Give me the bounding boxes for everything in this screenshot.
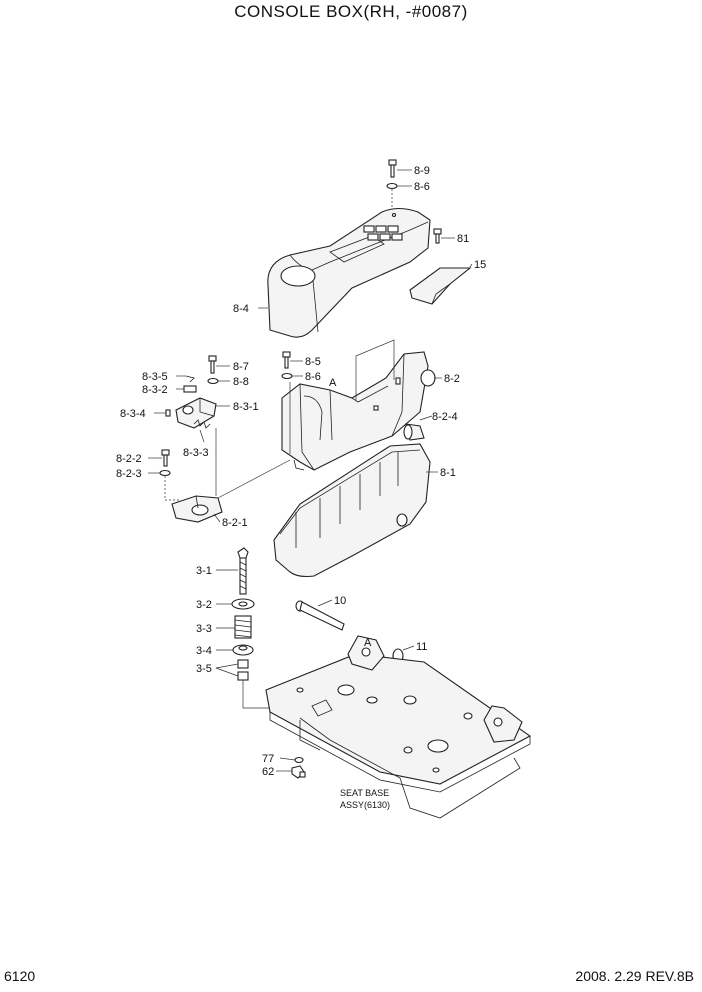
bracket-15 bbox=[409, 267, 472, 305]
spring-8-3-3 bbox=[193, 419, 211, 429]
screw-8-3-4 bbox=[165, 409, 171, 417]
label-8-1: 8-1 bbox=[440, 467, 456, 479]
label-8-8: 8-8 bbox=[233, 376, 249, 388]
label-3-4: 3-4 bbox=[196, 645, 212, 657]
console-box-8-1 bbox=[273, 443, 431, 578]
label-3-5: 3-5 bbox=[196, 663, 212, 675]
spring-3-3 bbox=[234, 615, 252, 639]
label-3-3: 3-3 bbox=[196, 623, 212, 635]
label-10: 10 bbox=[334, 595, 346, 607]
label-seat-base-line1: SEAT BASE bbox=[340, 788, 389, 798]
label-3-1: 3-1 bbox=[196, 565, 212, 577]
label-8-6-mid: 8-6 bbox=[305, 371, 321, 383]
switch-bracket-8-3-1 bbox=[175, 397, 217, 429]
label-8-7: 8-7 bbox=[233, 361, 249, 373]
label-a-top: A bbox=[329, 377, 337, 389]
washer-8-2-3 bbox=[159, 469, 171, 477]
clip-8-3-5 bbox=[185, 375, 195, 383]
washer-77 bbox=[294, 756, 304, 764]
revision-stamp: 2008. 2.29 REV.8B bbox=[575, 968, 694, 984]
bolt-81 bbox=[433, 228, 442, 244]
label-8-3-1: 8-3-1 bbox=[233, 401, 259, 413]
console-frame-8-2 bbox=[281, 351, 436, 471]
label-8-3-2: 8-3-2 bbox=[142, 384, 168, 396]
label-8-3-5: 8-3-5 bbox=[142, 371, 168, 383]
label-8-2-1: 8-2-1 bbox=[222, 517, 248, 529]
label-77: 77 bbox=[262, 753, 274, 765]
bracket-right bbox=[483, 705, 523, 743]
label-8-3-4: 8-3-4 bbox=[120, 408, 146, 420]
washer-3-2 bbox=[231, 598, 255, 610]
page-title: CONSOLE BOX(RH, -#0087) bbox=[234, 2, 468, 21]
label-a-bottom: A bbox=[364, 637, 372, 649]
bolt-8-9 bbox=[388, 159, 397, 178]
bolt-8-7 bbox=[208, 355, 217, 374]
label-11: 11 bbox=[416, 641, 427, 653]
label-15: 15 bbox=[474, 259, 486, 271]
bolt-3-1 bbox=[237, 547, 249, 595]
console-cover-8-4 bbox=[267, 207, 431, 338]
label-8-3-3: 8-3-3 bbox=[183, 447, 209, 459]
label-8-4: 8-4 bbox=[233, 303, 249, 315]
label-8-9: 8-9 bbox=[414, 165, 430, 177]
label-8-6-top: 8-6 bbox=[414, 181, 430, 193]
page-number: 6120 bbox=[4, 968, 36, 984]
nut-3-5-b bbox=[237, 671, 249, 681]
switch-panel bbox=[363, 225, 403, 241]
bolt-8-5 bbox=[282, 351, 291, 369]
washer-8-6-mid bbox=[281, 372, 293, 380]
part-8-3-2 bbox=[183, 385, 197, 393]
cap-8-3-4-part bbox=[182, 405, 194, 415]
bolt-8-2-2 bbox=[161, 449, 170, 467]
wing-bolt-62 bbox=[291, 765, 306, 779]
washer-3-4 bbox=[232, 644, 254, 656]
label-81: 81 bbox=[457, 233, 469, 245]
washer-8-8 bbox=[207, 377, 219, 385]
seat-base bbox=[265, 635, 532, 819]
nut-3-5-a bbox=[237, 659, 249, 669]
bolt-10 bbox=[295, 600, 345, 631]
label-3-2: 3-2 bbox=[196, 599, 212, 611]
label-62: 62 bbox=[262, 766, 274, 778]
washer-8-6-top bbox=[386, 182, 398, 190]
label-8-5: 8-5 bbox=[305, 356, 321, 368]
label-seat-base-line2: ASSY(6130) bbox=[340, 800, 390, 810]
label-8-2: 8-2 bbox=[444, 373, 460, 385]
label-8-2-2: 8-2-2 bbox=[116, 453, 142, 465]
bushing-8-2-4 bbox=[403, 423, 425, 441]
label-8-2-4: 8-2-4 bbox=[432, 411, 458, 423]
label-8-2-3: 8-2-3 bbox=[116, 468, 142, 480]
bracket-a bbox=[347, 635, 385, 671]
bracket-8-2-1 bbox=[171, 495, 223, 523]
